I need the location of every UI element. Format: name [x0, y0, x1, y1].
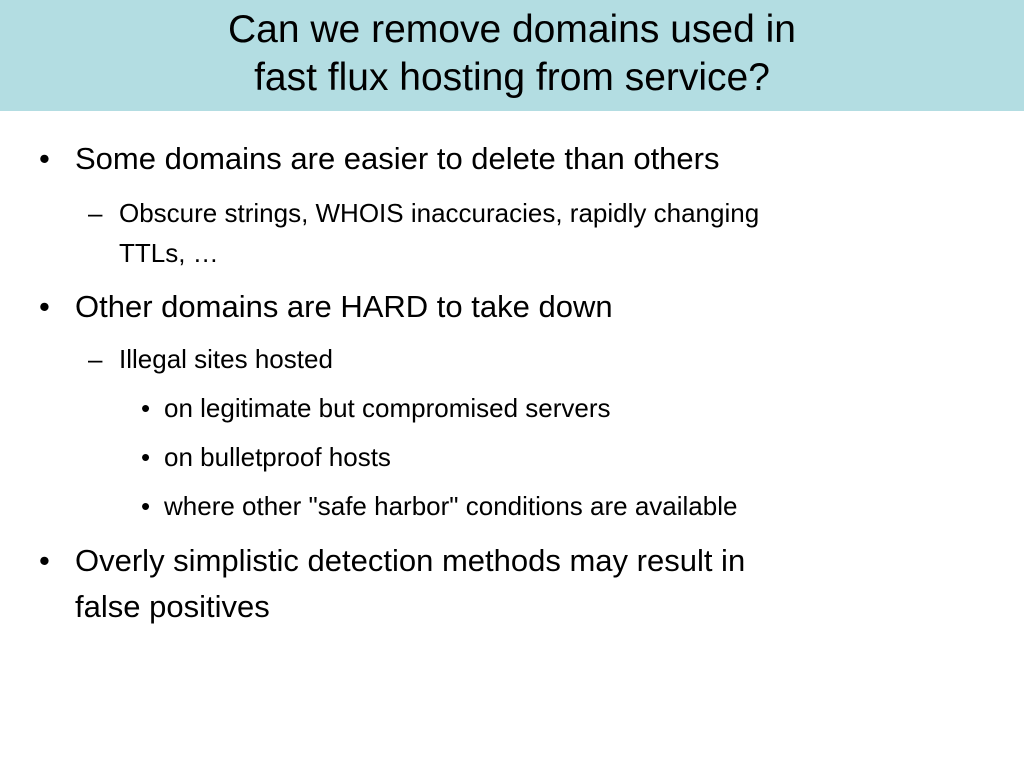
bullet-text-line-1: Overly simplistic detection methods may …: [75, 543, 746, 578]
sub-sub-bullet-text: where other "safe harbor" conditions are…: [164, 491, 738, 521]
sub-sub-bullet-marker: •: [141, 393, 151, 423]
sub-bullet-text-line-2: TTLs, …: [119, 238, 219, 268]
bullet-marker: •: [39, 141, 50, 176]
bullet-item: • Some domains are easier to delete than…: [0, 136, 1024, 182]
sub-bullet-text: Illegal sites hosted: [119, 344, 333, 374]
bullet-marker: •: [39, 543, 50, 578]
bullet-item: • Overly simplistic detection methods ma…: [0, 538, 1024, 630]
sub-bullet-marker: –: [88, 198, 103, 228]
bullet-item: • Other domains are HARD to take down: [0, 284, 1024, 330]
sub-sub-bullet-text: on legitimate but compromised servers: [164, 393, 611, 423]
sub-sub-bullet-marker: •: [141, 442, 151, 472]
title-line-1: Can we remove domains used in: [228, 8, 796, 51]
title-line-2: fast flux hosting from service?: [254, 56, 770, 99]
sub-bullet-item: – Illegal sites hosted: [0, 339, 1024, 379]
bullet-text: Some domains are easier to delete than o…: [75, 141, 720, 176]
sub-sub-bullet-text: on bulletproof hosts: [164, 442, 391, 472]
sub-sub-bullet-item: • on bulletproof hosts: [0, 437, 1024, 477]
bullet-marker: •: [39, 289, 50, 324]
bullet-text: Other domains are HARD to take down: [75, 289, 613, 324]
sub-bullet-text-line-1: Obscure strings, WHOIS inaccuracies, rap…: [119, 198, 760, 228]
slide-title: Can we remove domains used in fast flux …: [0, 6, 1024, 102]
sub-bullet-marker: –: [88, 344, 103, 374]
sub-sub-bullet-marker: •: [141, 491, 151, 521]
sub-sub-bullet-item: • on legitimate but compromised servers: [0, 388, 1024, 428]
sub-sub-bullet-item: • where other "safe harbor" conditions a…: [0, 486, 1024, 526]
title-band: [0, 0, 1024, 111]
sub-bullet-item: – Obscure strings, WHOIS inaccuracies, r…: [0, 193, 1024, 273]
bullet-text-line-2: false positives: [75, 589, 270, 624]
